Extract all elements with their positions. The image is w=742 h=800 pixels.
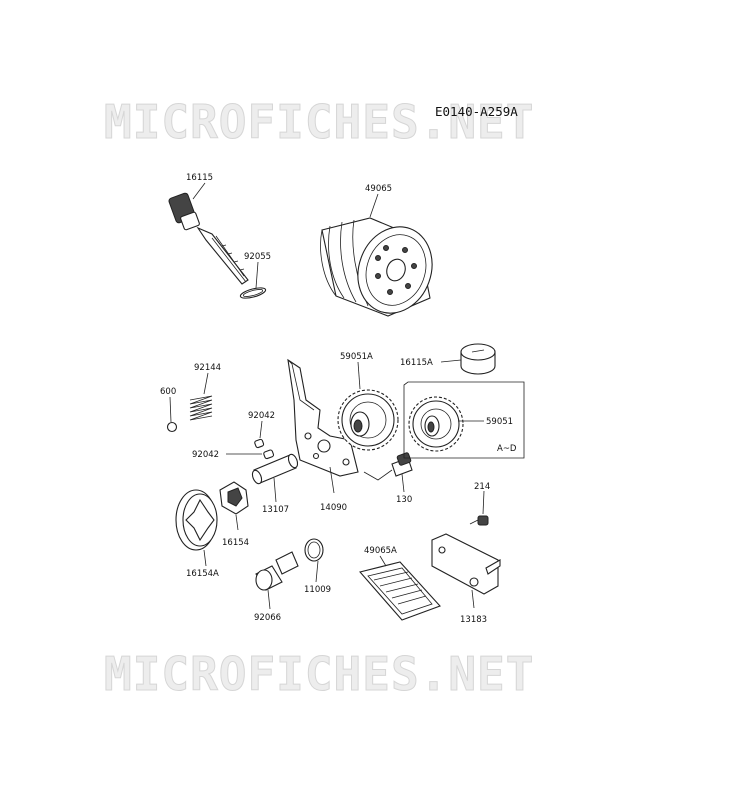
label-11009: 11009 [304,585,331,595]
label-14090: 14090 [320,503,347,513]
label-16154A: 16154A [186,569,219,579]
watermark-top: MICROFICHES.NET [104,95,534,149]
label-214: 214 [474,482,490,492]
bracket-13183: 13183 [431,533,501,625]
screw-214: 214 [469,482,490,526]
pin-92042-lower: 92042 [192,449,275,460]
label-92042-lower: 92042 [192,450,219,460]
label-130: 130 [396,495,412,505]
label-59051: 59051 [486,417,513,427]
plug-92066: 92066 [254,551,299,623]
cap-16115A: 16115A [400,343,496,375]
label-92055: 92055 [244,252,271,262]
gear-59051-box: 59051 A~D [403,381,525,459]
label-59051A: 59051A [340,352,373,362]
o-ring-92055: 92055 [239,252,271,299]
label-16115A: 16115A [400,358,433,368]
gear-59051A: 59051A [337,352,399,451]
ball-600: 600 [160,387,178,433]
watermark-bottom: MICROFICHES.NET [104,647,534,701]
oil-filter-49065: 49065 [320,184,433,317]
inner-rotor-16154: 16154 [219,481,249,548]
label-16115: 16115 [186,173,213,183]
label-13107: 13107 [262,505,289,515]
rotor-16154A: 16154A [175,489,219,579]
label-49065: 49065 [365,184,392,194]
label-49065A: 49065A [364,546,397,556]
diagram-reference-code: E0140-A259A [435,104,518,119]
label-13183: 13183 [460,615,487,625]
pin-92042-upper: 92042 [248,411,275,449]
shaft-13107: 13107 [251,453,299,515]
bolt-130: 130 [363,452,413,505]
label-92066: 92066 [254,613,281,623]
label-group-A-D: A~D [497,444,517,454]
label-16154: 16154 [222,538,249,548]
spring-92144: 92144 [189,363,221,421]
label-600: 600 [160,387,176,397]
dipstick-16115: 16115 [168,173,249,285]
screen-49065A: 49065A [358,546,441,621]
washer-11009: 11009 [304,538,331,595]
label-92042-upper: 92042 [248,411,275,421]
label-92144: 92144 [194,363,221,373]
